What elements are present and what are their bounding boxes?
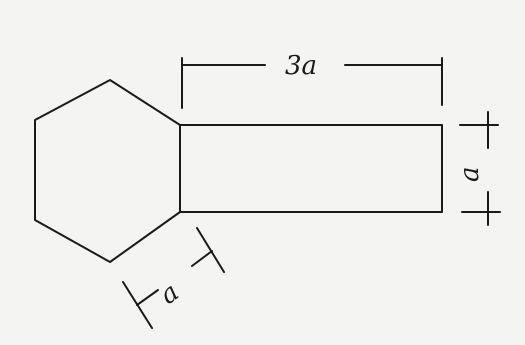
- width-dimension: a: [455, 111, 501, 226]
- length-label: 3a: [285, 51, 317, 81]
- width-label: a: [455, 166, 485, 182]
- rectangular-shank: [179, 124, 443, 213]
- side-dim-line-left: [136, 289, 159, 306]
- side-dim-line-right: [191, 250, 213, 267]
- length-dimension: 3a: [181, 51, 443, 109]
- side-tick-right: [196, 227, 225, 273]
